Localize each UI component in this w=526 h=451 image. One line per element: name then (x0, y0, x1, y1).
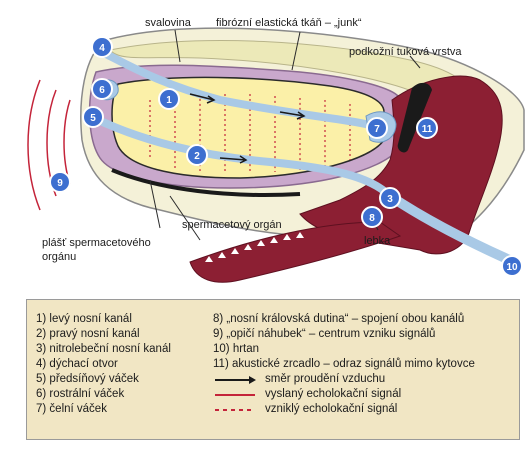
dashed-line-icon (213, 405, 257, 415)
svg-text:8: 8 (369, 213, 375, 224)
legend-item: 6) rostrální váček (36, 387, 171, 402)
svg-text:5: 5 (90, 113, 96, 124)
legend-item: 1) levý nosní kanál (36, 312, 171, 327)
label-spermaceti: spermacetový orgán (182, 219, 282, 231)
label-svalovina: svalovina (145, 17, 192, 29)
legend-key-generated-label: vzniklý echolokační signál (265, 402, 397, 417)
diagram-canvas: svalovina fibrózní elastická tkáň – „jun… (0, 0, 526, 300)
svg-text:2: 2 (194, 151, 200, 162)
marker-2: 2 (187, 145, 207, 165)
legend-item: 10) hrtan (213, 342, 475, 357)
legend-item: 8) „nosní královská dutina“ – spojení ob… (213, 312, 475, 327)
svg-text:1: 1 (166, 95, 172, 106)
marker-7: 7 (367, 118, 387, 138)
legend-item: 3) nitrolebeční nosní kanál (36, 342, 171, 357)
legend-key-airflow-label: směr proudění vzduchu (265, 372, 385, 387)
svg-text:7: 7 (374, 124, 380, 135)
label-skull: lebka (364, 235, 391, 247)
jaw (190, 222, 400, 282)
legend-key-emitted: vyslaný echolokační signál (213, 387, 475, 402)
svg-text:11: 11 (422, 124, 433, 135)
legend-left-column: 1) levý nosní kanál 2) pravý nosní kanál… (36, 312, 171, 417)
legend-key-airflow: směr proudění vzduchu (213, 372, 475, 387)
label-sheath-line1: plášť spermacetového (42, 237, 151, 249)
marker-5: 5 (83, 107, 103, 127)
marker-10: 10 (502, 256, 522, 276)
marker-3: 3 (380, 188, 400, 208)
legend: 1) levý nosní kanál 2) pravý nosní kanál… (26, 299, 520, 440)
svg-text:3: 3 (387, 194, 393, 205)
label-fat: podkožní tuková vrstva (349, 46, 462, 58)
svg-text:10: 10 (506, 262, 518, 273)
legend-key-generated: vzniklý echolokační signál (213, 402, 475, 417)
legend-item: 11) akustické zrcadlo – odraz signálů mi… (213, 357, 475, 372)
marker-1: 1 (159, 89, 179, 109)
legend-item: 4) dýchací otvor (36, 357, 171, 372)
legend-right-column: 8) „nosní královská dutina“ – spojení ob… (213, 312, 475, 417)
marker-11: 11 (417, 118, 437, 138)
legend-item: 7) čelní váček (36, 402, 171, 417)
marker-9: 9 (50, 172, 70, 192)
svg-text:4: 4 (99, 43, 105, 54)
solid-line-icon (213, 390, 257, 400)
svg-text:9: 9 (57, 178, 63, 189)
marker-4: 4 (92, 37, 112, 57)
legend-item: 9) „opičí náhubek“ – centrum vzniku sign… (213, 327, 475, 342)
label-junk: fibrózní elastická tkáň – „junk“ (216, 17, 362, 29)
svg-text:6: 6 (99, 85, 105, 96)
label-sheath-line2: orgánu (42, 251, 76, 263)
legend-key-emitted-label: vyslaný echolokační signál (265, 387, 401, 402)
legend-item: 5) předsíňový váček (36, 372, 171, 387)
legend-item: 2) pravý nosní kanál (36, 327, 171, 342)
arrow-icon (213, 375, 257, 385)
marker-8: 8 (362, 207, 382, 227)
marker-6: 6 (92, 79, 112, 99)
